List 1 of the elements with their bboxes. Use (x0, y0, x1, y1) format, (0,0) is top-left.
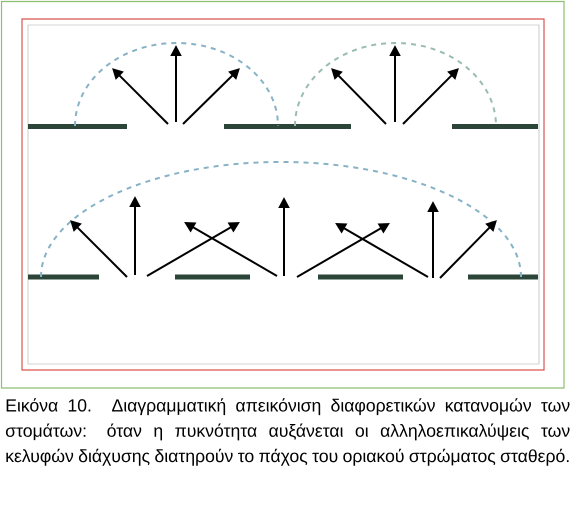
caption: Εικόνα 10. Διαγραμματική απεικόνιση διαφορετικών κατανομών των στομάτων: όταν η πυκνότητα αυξάνεται οι αλληλοεπικαλύψεις των κελυφών διάχυσης διατηρούν το πάχος του οριακού στρώματος σταθερό. (6, 398, 570, 466)
